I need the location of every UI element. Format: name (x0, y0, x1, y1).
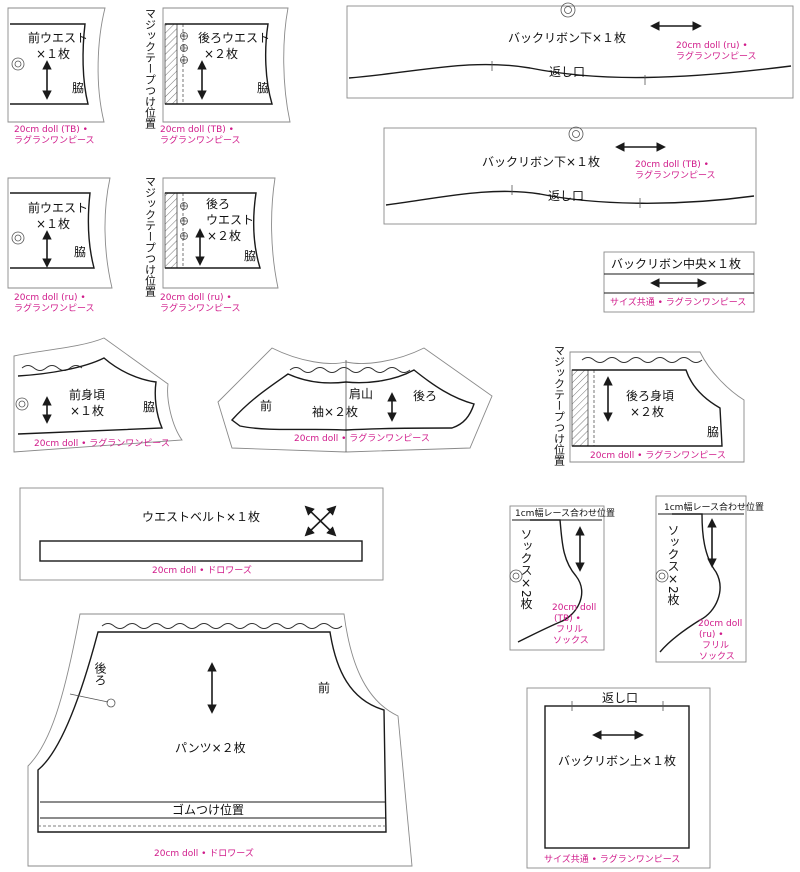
back-waist-ru-piece: マジックテープつけ位置 後ろ ウエスト ×２枚 脇 20cm doll (ru)… (144, 176, 279, 314)
size-note: サイズ共通 • ラグランワンピース (544, 853, 680, 865)
piece-label: ソックス×2枚 (666, 524, 680, 606)
size-note: ラグランワンピース (160, 302, 241, 314)
size-note: サイズ共通 • ラグランワンピース (610, 296, 746, 308)
size-note: 20cm doll (TB) • (14, 125, 88, 135)
sleeve-piece: 前 肩山 後ろ 袖×２枚 20cm doll • ラグランワンピース (217, 347, 493, 453)
size-note: 20cm doll (TB) • (635, 160, 709, 170)
velcro-position-label: マジックテープつけ位置 (144, 176, 157, 297)
back-waist-tb-piece: マジックテープつけ位置 後ろウエスト ×２枚 脇 20cm doll (TB) … (144, 7, 291, 146)
elastic-position-label: ゴムつけ位置 (172, 802, 244, 817)
side-label: 脇 (72, 81, 84, 95)
socks-ru-piece: 1cm幅レース合わせ位置 ソックス×2枚 20cm doll (ru) • フリ… (655, 495, 764, 663)
waist-belt-piece: ウエストベルト×１枚 20cm doll • ドロワーズ (19, 487, 384, 581)
piece-label: 後ろウエスト (198, 31, 270, 45)
size-note: ソックス (553, 635, 589, 646)
size-note: ラグランワンピース (635, 169, 716, 181)
velcro-position-label: マジックテープつけ位置 (553, 345, 566, 466)
size-note: 20cm doll (ru) • (160, 293, 232, 303)
size-note: ラグランワンピース (160, 134, 241, 146)
piece-count: ×１枚 (36, 46, 70, 61)
size-note: ソックス (699, 651, 735, 662)
pants-front-label: 前 (318, 680, 330, 695)
size-note: 20cm doll • ラグランワンピース (294, 432, 430, 444)
size-note: 20cm doll • ラグランワンピース (34, 437, 170, 449)
size-note: 20cm doll • ラグランワンピース (590, 449, 726, 461)
size-note: 20cm doll (552, 603, 596, 613)
piece-label: 袖×２枚 (312, 404, 358, 419)
back-ribbon-upper-piece: 返し口 バックリボン上×１枚 サイズ共通 • ラグランワンピース (526, 687, 711, 869)
opening-label: 返し口 (549, 65, 585, 79)
socks-tb-piece: 1cm幅レース合わせ位置 ソックス×2枚 20cm doll (TB) • フリ… (509, 505, 615, 651)
back-bodice-piece: マジックテープつけ位置 後ろ身頃 ×２枚 脇 20cm doll • ラグランワ… (553, 345, 745, 466)
size-note: (TB) • (554, 614, 581, 624)
piece-label: バックリボン中央×１枚 (611, 256, 741, 271)
side-label: 脇 (143, 400, 155, 414)
velcro-position-label: マジックテープつけ位置 (144, 8, 157, 129)
size-note: フリル (702, 641, 729, 651)
pants-piece: 後ろ 前 パンツ×２枚 ゴムつけ位置 20cm doll • ドロワーズ (27, 613, 413, 867)
side-label: 脇 (74, 245, 86, 259)
piece-label: 後ろ (206, 197, 230, 211)
front-waist-tb-piece: 前ウエスト ×１枚 脇 20cm doll (TB) • ラグランワンピース (7, 7, 106, 146)
size-note: ラグランワンピース (14, 134, 95, 146)
opening-label: 返し口 (602, 691, 638, 705)
lace-position-label: 1cm幅レース合わせ位置 (515, 507, 615, 519)
opening-label: 返し口 (548, 189, 584, 203)
piece-count: ×１枚 (36, 216, 70, 231)
side-label: 脇 (707, 425, 719, 439)
size-note: ラグランワンピース (676, 50, 757, 62)
size-note: 20cm doll (ru) • (14, 293, 86, 303)
size-note: 20cm doll • ドロワーズ (152, 564, 252, 576)
size-note: (ru) • (699, 630, 724, 640)
piece-label: バックリボン下×１枚 (508, 30, 626, 45)
piece-label: バックリボン下×１枚 (482, 154, 600, 169)
piece-label: ウエスト (206, 213, 254, 227)
piece-label: パンツ×２枚 (175, 740, 246, 755)
piece-count: ×２枚 (630, 404, 664, 419)
back-ribbon-lower-ru-piece: バックリボン下×１枚 返し口 20cm doll (ru) • ラグランワンピー… (346, 2, 794, 99)
piece-label: 前身頃 (69, 387, 105, 402)
back-ribbon-lower-tb-piece: バックリボン下×１枚 返し口 20cm doll (TB) • ラグランワンピー… (383, 126, 757, 225)
size-note: 20cm doll (698, 619, 742, 629)
back-ribbon-center-piece: バックリボン中央×１枚 サイズ共通 • ラグランワンピース (603, 251, 755, 313)
side-label: 脇 (257, 81, 269, 95)
size-note: 20cm doll • ドロワーズ (154, 847, 254, 859)
front-bodice-piece: 前身頃 ×１枚 脇 20cm doll • ラグランワンピース (13, 337, 183, 453)
sleeve-back-label: 後ろ (413, 389, 437, 403)
piece-label: ウエストベルト×１枚 (142, 509, 260, 524)
sleeve-front-label: 前 (260, 398, 272, 413)
piece-label: ソックス×2枚 (519, 528, 533, 610)
front-waist-ru-piece: 前ウエスト ×１枚 脇 20cm doll (ru) • ラグランワンピース (7, 177, 113, 314)
shoulder-label: 肩山 (349, 386, 373, 401)
pants-back-label: 後ろ (93, 662, 107, 686)
piece-label: 前ウエスト (28, 200, 88, 215)
piece-count: ×２枚 (207, 228, 241, 243)
piece-label: バックリボン上×１枚 (558, 753, 676, 768)
lace-position-label: 1cm幅レース合わせ位置 (664, 501, 764, 513)
size-note: ラグランワンピース (14, 302, 95, 314)
size-note: 20cm doll (TB) • (160, 125, 234, 135)
size-note: フリル (556, 625, 583, 635)
size-note: 20cm doll (ru) • (676, 41, 748, 51)
piece-label: 後ろ身頃 (626, 388, 674, 403)
piece-label: 前ウエスト (28, 30, 88, 45)
piece-count: ×１枚 (70, 403, 104, 418)
piece-count: ×２枚 (204, 46, 238, 61)
side-label: 脇 (244, 249, 256, 263)
